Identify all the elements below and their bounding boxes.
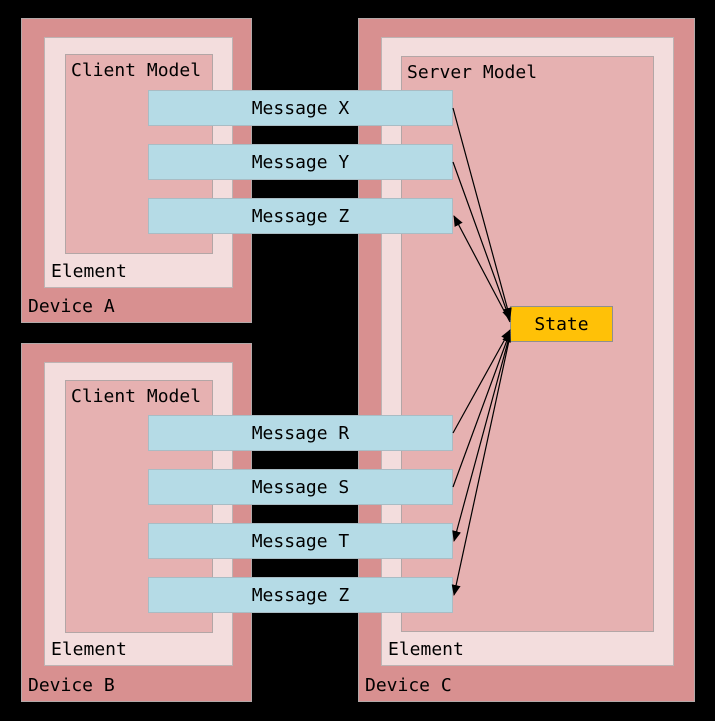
device-c-label: Device C [365,675,452,696]
message-s-bar: Message S [148,469,453,505]
device-b-label: Device B [28,675,115,696]
message-t-bar: Message T [148,523,453,559]
device-a-element-label: Element [51,261,127,282]
device-b-element-label: Element [51,639,127,660]
device-b-client-model-label: Client Model [71,386,202,407]
device-c-element-box: Server Model Element [381,37,674,666]
message-z-top-bar: Message Z [148,198,453,234]
message-z-bottom-bar: Message Z [148,577,453,613]
device-a-label: Device A [28,296,115,317]
device-b-element-box: Client Model Element [44,362,233,666]
message-x-bar: Message X [148,90,453,126]
device-c-server-model-label: Server Model [407,62,538,83]
state-box: State [510,306,613,342]
device-c-element-label: Element [388,639,464,660]
message-r-bar: Message R [148,415,453,451]
message-y-bar: Message Y [148,144,453,180]
device-a-client-model-label: Client Model [71,60,202,81]
